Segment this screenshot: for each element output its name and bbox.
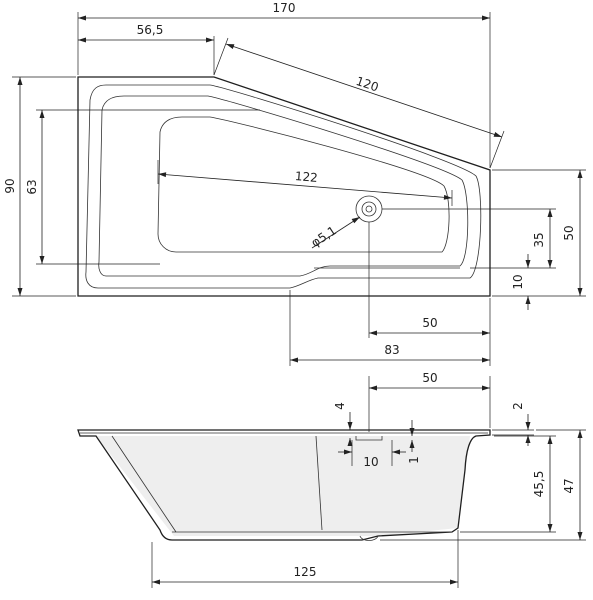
tub-basin-floor-outline bbox=[157, 116, 450, 253]
side-view-drain bbox=[355, 436, 383, 441]
dim-90: 90 bbox=[3, 76, 76, 297]
dim-50-side: 50 bbox=[368, 371, 491, 432]
dim-63: 63 bbox=[25, 109, 260, 265]
dim-drain-diameter-label: φ5,1 bbox=[309, 223, 339, 249]
side-view-outer-outline bbox=[77, 429, 491, 541]
dim-56-5: 56,5 bbox=[78, 23, 215, 75]
side-view-body-shade bbox=[96, 436, 470, 536]
dim-125: 125 bbox=[151, 530, 459, 588]
dim-56-5-label: 56,5 bbox=[137, 23, 164, 37]
side-view bbox=[77, 429, 491, 541]
dim-120: 120 bbox=[213, 37, 505, 169]
drain-outer-ring bbox=[355, 195, 383, 223]
dim-122: 122 bbox=[157, 160, 453, 206]
dim-45-5: 45,5 bbox=[460, 435, 556, 533]
drain-center bbox=[365, 205, 373, 213]
drain-top bbox=[355, 195, 383, 223]
dim-drain-diameter: φ5,1 bbox=[309, 216, 361, 250]
dim-83-label: 83 bbox=[384, 343, 399, 357]
side-view-inner-line bbox=[111, 435, 177, 533]
dim-170-label: 170 bbox=[273, 1, 296, 15]
dim-50-right-label: 50 bbox=[562, 225, 576, 240]
side-view-bottom-drain bbox=[359, 535, 379, 541]
dim-50-right: 50 bbox=[492, 169, 586, 297]
dim-90-label: 90 bbox=[3, 178, 17, 193]
dim-47: 47 bbox=[380, 429, 586, 541]
dim-50-side-label: 50 bbox=[422, 371, 437, 385]
side-view-wall-line bbox=[315, 435, 323, 531]
dim-2: 2 bbox=[492, 402, 534, 446]
dim-83: 83 bbox=[289, 290, 490, 366]
drain-inner-ring bbox=[361, 201, 377, 217]
dim-2-label: 2 bbox=[511, 402, 525, 410]
tub-basin-outer-outline bbox=[98, 95, 469, 277]
top-view bbox=[77, 76, 491, 297]
dim-170: 170 bbox=[77, 1, 491, 168]
dim-1-label: 1 bbox=[407, 456, 421, 464]
dim-4: 4 bbox=[333, 402, 418, 446]
tub-outer-outline bbox=[77, 76, 491, 297]
dim-122-label: 122 bbox=[294, 169, 318, 185]
dim-45-5-label: 45,5 bbox=[532, 471, 546, 498]
dim-10-side-label: 10 bbox=[363, 455, 378, 469]
dim-63-label: 63 bbox=[25, 179, 39, 194]
dim-10-right: 10 bbox=[511, 254, 531, 310]
dim-35-label: 35 bbox=[532, 232, 546, 247]
dim-125-label: 125 bbox=[294, 565, 317, 579]
dim-10-side: 10 bbox=[338, 440, 406, 469]
dim-1: 1 bbox=[407, 420, 421, 464]
dim-120-label: 120 bbox=[354, 74, 380, 95]
tub-rim-inner-outline bbox=[85, 84, 482, 289]
dim-50-horizontal-label: 50 bbox=[422, 316, 437, 330]
dim-35: 35 bbox=[382, 208, 556, 269]
dim-10-right-label: 10 bbox=[511, 274, 525, 289]
dim-4-label: 4 bbox=[333, 402, 347, 410]
dim-50-horizontal: 50 bbox=[368, 222, 491, 366]
dim-47-label: 47 bbox=[562, 478, 576, 493]
